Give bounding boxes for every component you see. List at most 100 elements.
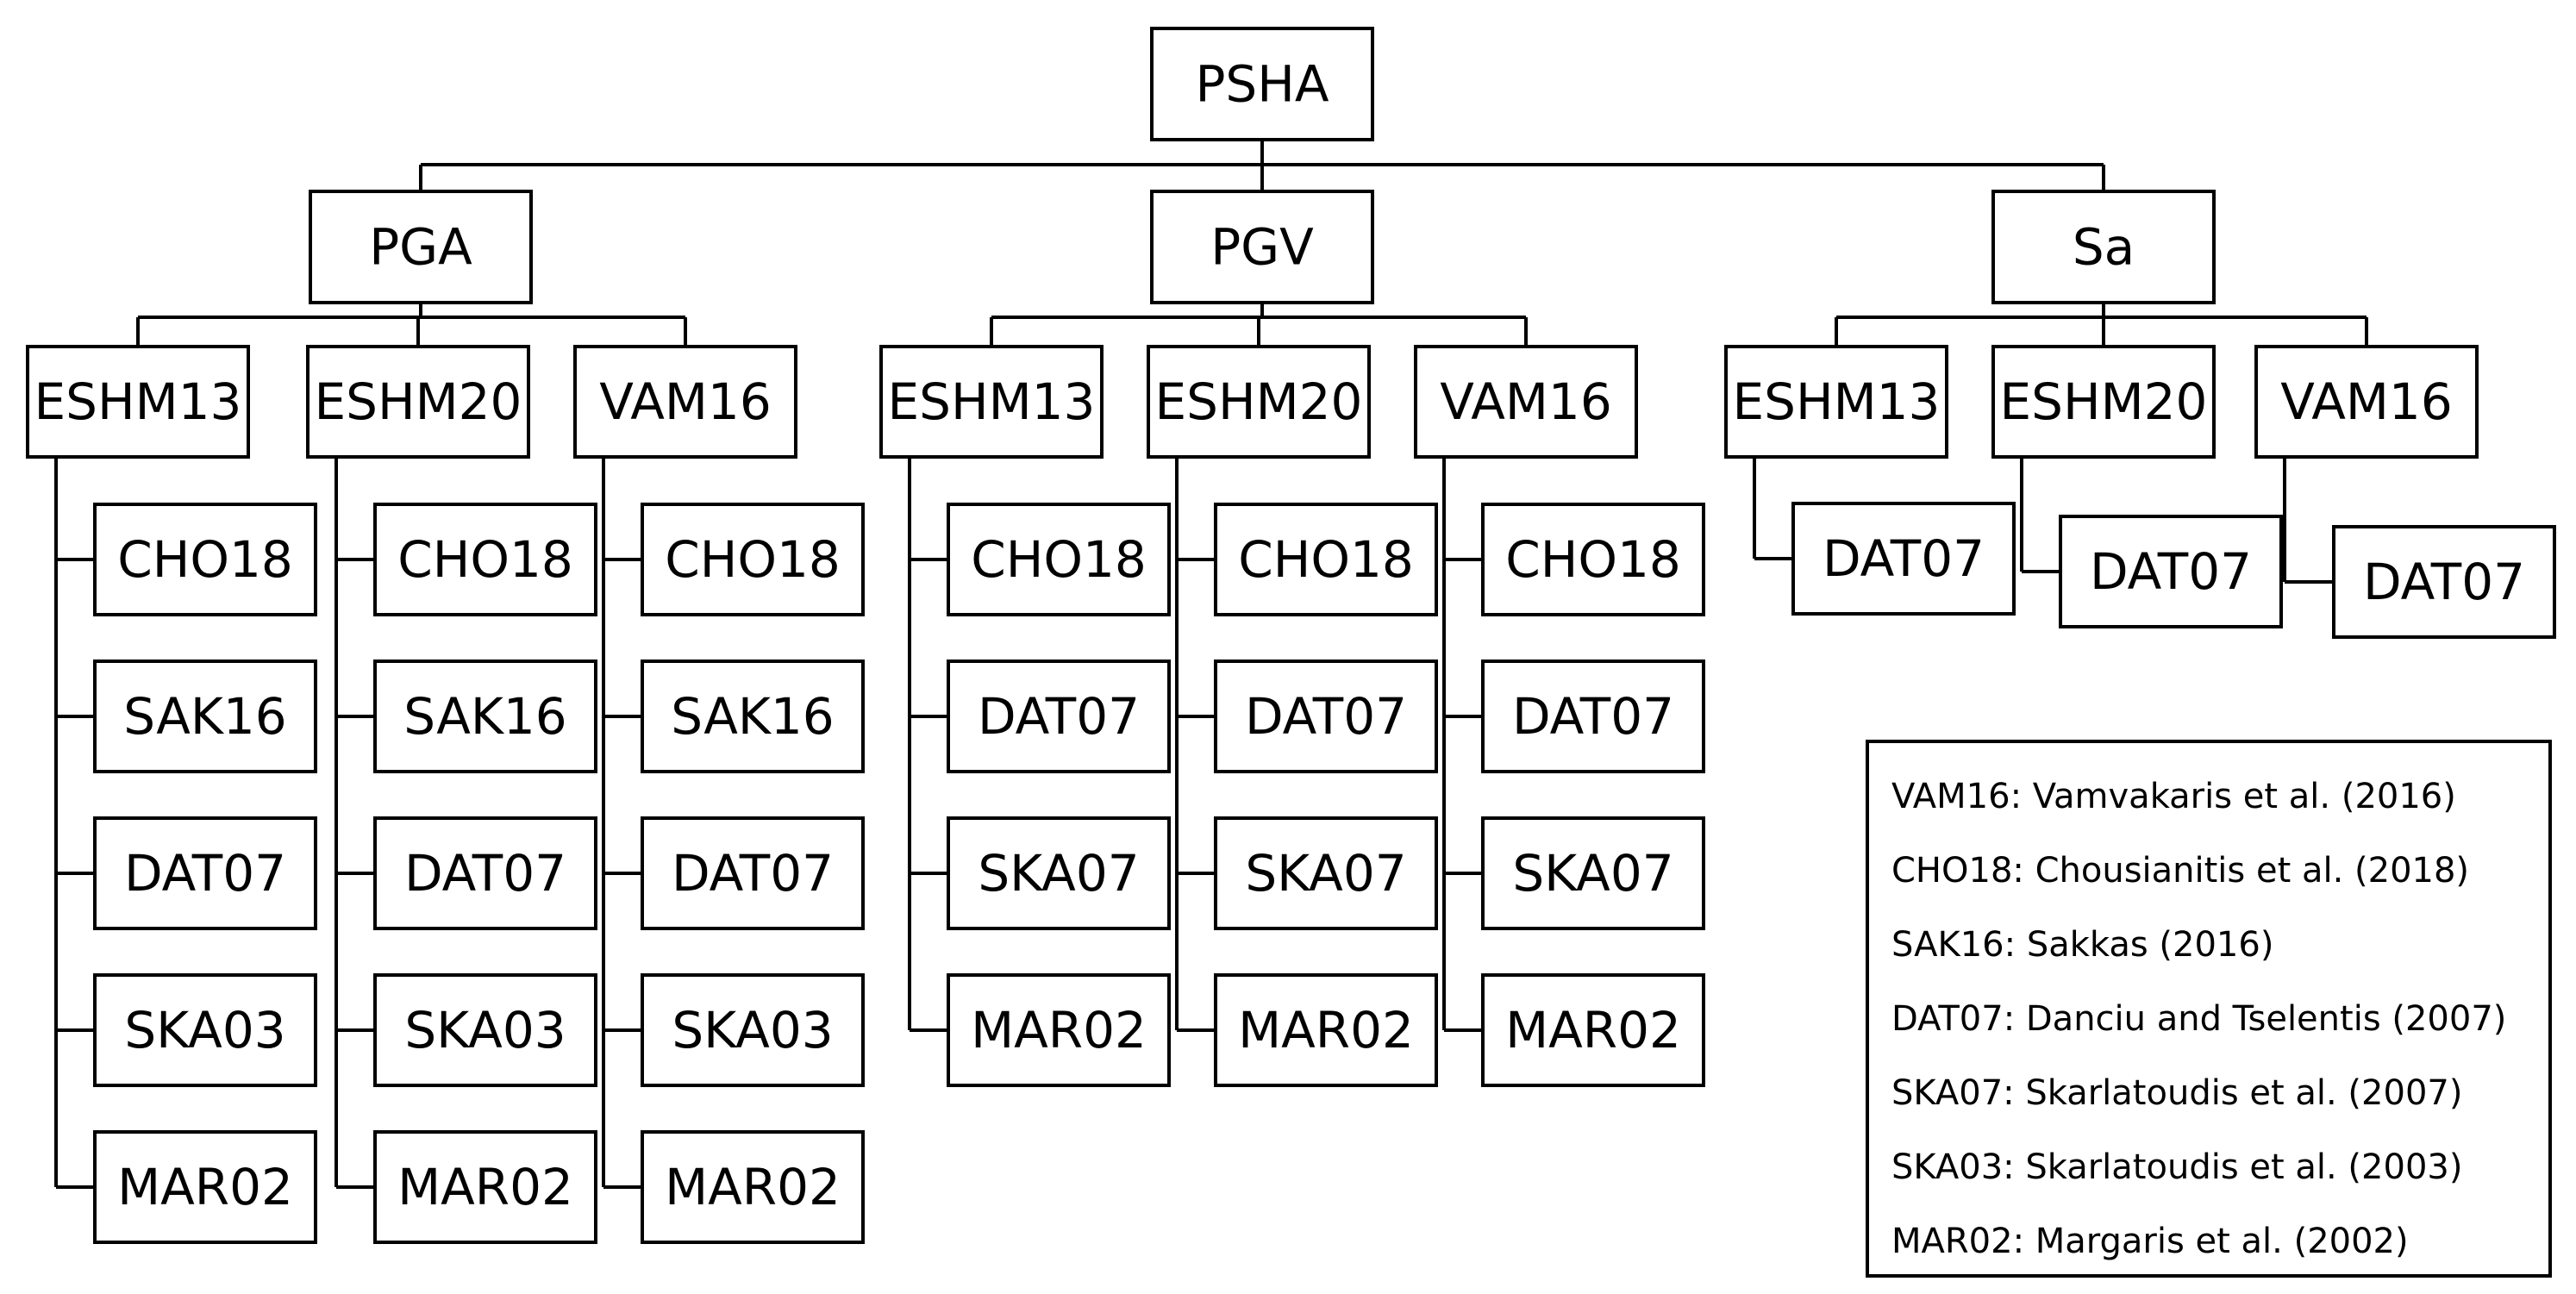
leaf-pgv-eshm20-mar02-label: MAR02: [1238, 1001, 1414, 1060]
node-pga-eshm20-box: [306, 345, 530, 459]
leaf-pga-eshm20-dat07: DAT07: [373, 816, 597, 930]
leaf-pga-vam16-cho18: CHO18: [641, 503, 865, 616]
node-pga-box: [309, 190, 533, 304]
leaf-pgv-eshm13-dat07-box: [947, 660, 1171, 773]
leaf-pga-eshm13-mar02-label: MAR02: [117, 1158, 293, 1216]
leaf-pga-eshm13-dat07: DAT07: [93, 816, 317, 930]
leaf-pga-eshm20-mar02-box: [373, 1130, 597, 1244]
leaf-pga-eshm20-ska03-box: [373, 973, 597, 1087]
legend-entry: VAM16: Vamvakaris et al. (2016): [1891, 777, 2456, 816]
node-pgv-box: [1150, 190, 1374, 304]
leaf-pgv-vam16-dat07-box: [1481, 660, 1705, 773]
tree-nodes: PSHAPGAESHM13CHO18SAK16DAT07SKA03MAR02ES…: [26, 27, 2556, 1244]
leaf-pga-eshm13-ska03-box: [93, 973, 317, 1087]
legend-box: [1866, 740, 2552, 1278]
legend-entry: MAR02: Margaris et al. (2002): [1891, 1222, 2409, 1261]
node-psha-box: [1150, 27, 1374, 141]
leaf-pga-eshm13-ska03: SKA03: [93, 973, 317, 1087]
node-pgv-eshm20-label: ESHM20: [1155, 372, 1363, 431]
node-pga-eshm20-label: ESHM20: [315, 372, 522, 431]
leaf-pga-vam16-ska03-box: [641, 973, 865, 1087]
leaf-pgv-vam16-mar02-label: MAR02: [1505, 1001, 1681, 1060]
legend-entry: DAT07: Danciu and Tselentis (2007): [1891, 999, 2506, 1039]
node-pga-vam16: VAM16: [573, 345, 797, 459]
leaf-pga-vam16-mar02-label: MAR02: [665, 1158, 841, 1216]
leaf-pga-vam16-mar02-box: [641, 1130, 865, 1244]
node-sa: Sa: [1991, 190, 2216, 304]
leaf-pga-eshm20-dat07-label: DAT07: [404, 844, 566, 903]
node-sa-eshm20-label: ESHM20: [2000, 372, 2208, 431]
node-pga-vam16-label: VAM16: [599, 372, 772, 431]
leaf-pgv-vam16-ska07-box: [1481, 816, 1705, 930]
leaf-pga-eshm20-ska03-label: SKA03: [404, 1001, 566, 1060]
leaf-pga-vam16-sak16-box: [641, 660, 865, 773]
node-sa-eshm20-box: [1991, 345, 2216, 459]
leaf-pgv-eshm13-cho18-box: [947, 503, 1171, 616]
leaf-sa-eshm20-dat07-box: [2059, 515, 2283, 628]
leaf-pga-vam16-sak16: SAK16: [641, 660, 865, 773]
leaf-pgv-eshm13-dat07-label: DAT07: [978, 687, 1140, 746]
leaf-pgv-eshm20-mar02-box: [1214, 973, 1438, 1087]
node-psha: PSHA: [1150, 27, 1374, 141]
leaf-pgv-vam16-mar02-box: [1481, 973, 1705, 1087]
leaf-pgv-eshm20-ska07-box: [1214, 816, 1438, 930]
leaf-pga-vam16-ska03: SKA03: [641, 973, 865, 1087]
node-pga-eshm13-label: ESHM13: [34, 372, 242, 431]
node-psha-label: PSHA: [1195, 55, 1329, 114]
leaf-pgv-eshm20-dat07-label: DAT07: [1245, 687, 1407, 746]
leaf-pgv-eshm20-cho18-box: [1214, 503, 1438, 616]
leaf-sa-vam16-dat07: DAT07: [2332, 525, 2556, 639]
node-sa-eshm13-box: [1724, 345, 1948, 459]
node-sa-eshm13: ESHM13: [1724, 345, 1948, 459]
leaf-pgv-eshm13-ska07: SKA07: [947, 816, 1171, 930]
node-sa-eshm13-label: ESHM13: [1733, 372, 1941, 431]
leaf-pgv-eshm20-cho18-label: CHO18: [1238, 530, 1414, 589]
node-pgv-vam16-box: [1414, 345, 1638, 459]
node-pga-eshm13: ESHM13: [26, 345, 250, 459]
leaf-pga-eshm13-cho18-label: CHO18: [117, 530, 293, 589]
leaf-pga-eshm20-cho18: CHO18: [373, 503, 597, 616]
leaf-pgv-eshm20-ska07: SKA07: [1214, 816, 1438, 930]
tree-edges: [54, 140, 2368, 1189]
leaf-pgv-eshm20-dat07-box: [1214, 660, 1438, 773]
node-sa-vam16-box: [2254, 345, 2479, 459]
leaf-pgv-vam16-dat07: DAT07: [1481, 660, 1705, 773]
node-pgv-vam16: VAM16: [1414, 345, 1638, 459]
leaf-pgv-eshm20-ska07-label: SKA07: [1245, 844, 1406, 903]
leaf-pgv-vam16-ska07-label: SKA07: [1512, 844, 1673, 903]
leaf-pga-vam16-dat07-box: [641, 816, 865, 930]
leaf-pgv-eshm20-cho18: CHO18: [1214, 503, 1438, 616]
leaf-sa-vam16-dat07-box: [2332, 525, 2556, 639]
leaf-pga-vam16-ska03-label: SKA03: [672, 1001, 833, 1060]
node-sa-label: Sa: [2073, 218, 2135, 277]
leaf-sa-eshm13-dat07: DAT07: [1791, 502, 2016, 616]
leaf-pga-eshm13-mar02: MAR02: [93, 1130, 317, 1244]
leaf-pgv-vam16-cho18-box: [1481, 503, 1705, 616]
node-sa-vam16: VAM16: [2254, 345, 2479, 459]
leaf-pgv-eshm13-ska07-label: SKA07: [978, 844, 1139, 903]
leaf-pga-eshm20-dat07-box: [373, 816, 597, 930]
leaf-sa-eshm20-dat07: DAT07: [2059, 515, 2283, 628]
node-pga-vam16-box: [573, 345, 797, 459]
node-sa-vam16-label: VAM16: [2280, 372, 2453, 431]
legend: VAM16: Vamvakaris et al. (2016)CHO18: Ch…: [1866, 740, 2552, 1278]
leaf-pgv-eshm13-dat07: DAT07: [947, 660, 1171, 773]
leaf-pga-eshm13-sak16-label: SAK16: [123, 687, 286, 746]
node-pgv-eshm13-label: ESHM13: [888, 372, 1096, 431]
leaf-pga-eshm13-sak16-box: [93, 660, 317, 773]
leaf-sa-eshm13-dat07-box: [1791, 502, 2016, 616]
leaf-pga-vam16-mar02: MAR02: [641, 1130, 865, 1244]
leaf-pga-eshm20-cho18-box: [373, 503, 597, 616]
node-sa-eshm20: ESHM20: [1991, 345, 2216, 459]
leaf-pga-eshm13-dat07-label: DAT07: [124, 844, 286, 903]
leaf-pgv-eshm13-mar02-label: MAR02: [971, 1001, 1147, 1060]
leaf-pgv-vam16-dat07-label: DAT07: [1512, 687, 1674, 746]
leaf-sa-vam16-dat07-label: DAT07: [2363, 553, 2525, 611]
node-pgv: PGV: [1150, 190, 1374, 304]
node-pgv-eshm20-box: [1147, 345, 1371, 459]
node-pga: PGA: [309, 190, 533, 304]
leaf-pga-eshm20-ska03: SKA03: [373, 973, 597, 1087]
legend-entry: SKA07: Skarlatoudis et al. (2007): [1891, 1073, 2462, 1113]
node-sa-box: [1991, 190, 2216, 304]
leaf-sa-eshm20-dat07-label: DAT07: [2090, 542, 2252, 601]
